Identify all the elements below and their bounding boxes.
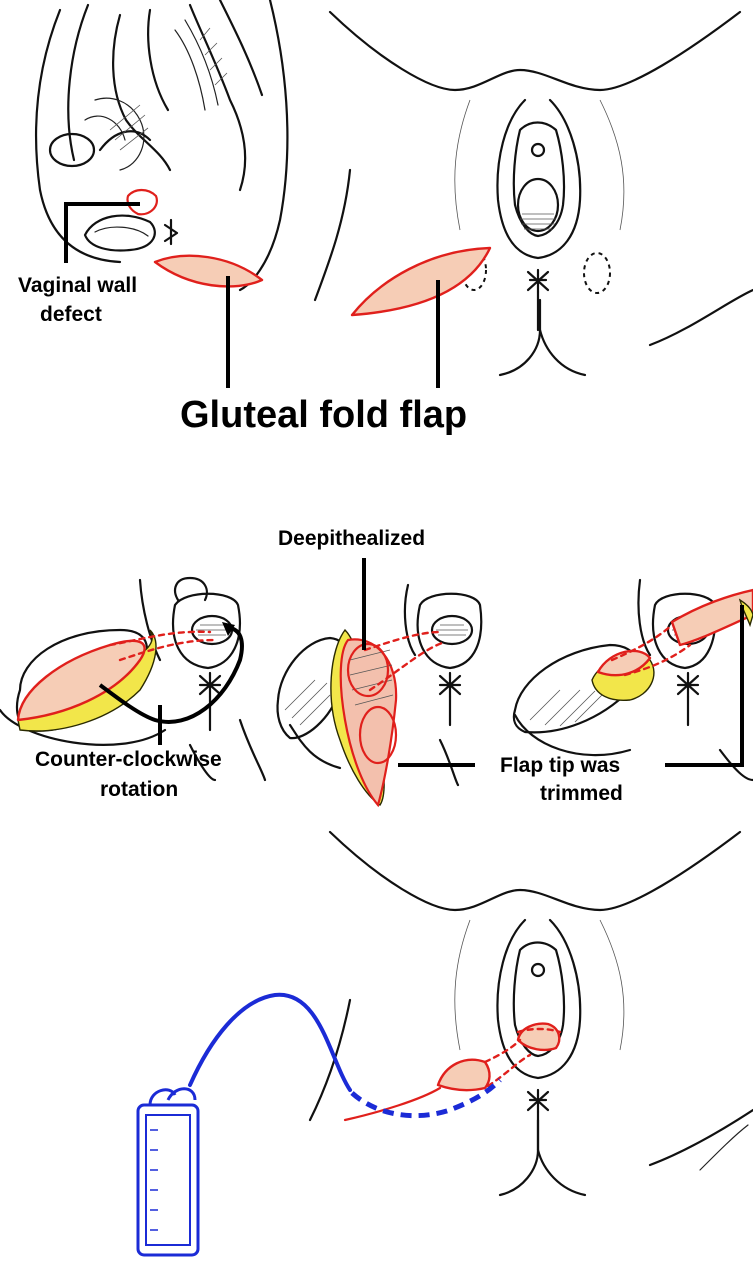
deepithelialized-view	[278, 585, 482, 805]
label-rotation-line1: Counter-clockwise	[35, 748, 222, 771]
label-trimmed-line2: trimmed	[540, 782, 623, 805]
perineum-view-top	[315, 12, 753, 375]
label-rotation-line2: rotation	[100, 778, 178, 801]
sagittal-view	[36, 0, 287, 290]
label-vaginal-wall-line1: Vaginal wall	[18, 274, 137, 297]
label-vaginal-wall-line2: defect	[40, 303, 102, 326]
label-trimmed-line1: Flap tip was	[500, 754, 620, 777]
title-gluteal-fold-flap: Gluteal fold flap	[180, 394, 467, 436]
trimmed-view	[514, 580, 753, 780]
label-deepithealized: Deepithealized	[278, 527, 425, 550]
perineum-view-final	[310, 832, 753, 1195]
drain-tube-icon	[190, 995, 350, 1090]
leader-vaginal-defect	[66, 204, 140, 263]
drain-bag-icon	[138, 1089, 198, 1255]
